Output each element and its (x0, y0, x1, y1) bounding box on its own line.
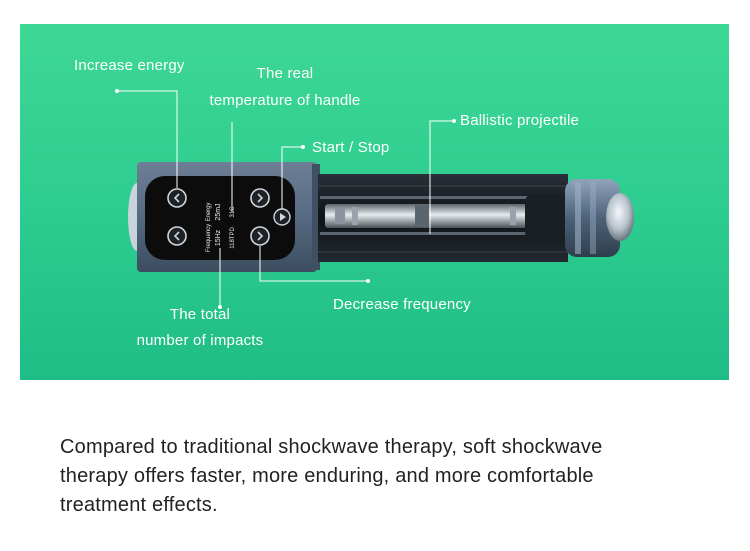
decrease-frequency-button (250, 226, 270, 246)
display-energy-label: Energy (206, 202, 212, 221)
caption-line-2: therapy offers faster, more enduring, an… (60, 465, 594, 487)
label-total-impacts: The total number of impacts (120, 303, 280, 353)
label-start-stop: Start / Stop (312, 139, 390, 156)
label-total-impacts-line1: The total (169, 306, 231, 323)
label-real-temperature: The real temperature of handle (195, 62, 375, 113)
product-banner: Energy 25mJ 31C Frequency 15Hz 118TPD In… (20, 24, 729, 380)
label-real-temperature-line1: The real (256, 65, 314, 82)
label-decrease-frequency: Decrease frequency (333, 296, 471, 313)
label-real-temperature-line2: temperature of handle (209, 92, 361, 109)
ballistic-projectile-rod (325, 204, 540, 228)
leader-lines (117, 90, 454, 307)
decrease-energy-button (167, 226, 187, 246)
label-increase-energy: Increase energy (74, 57, 185, 74)
increase-frequency-button (250, 188, 270, 208)
display-frequency-label: Frequency (206, 224, 212, 252)
device-illustration: Energy 25mJ 31C Frequency 15Hz 118TPD (115, 89, 634, 309)
label-ballistic-projectile: Ballistic projectile (460, 112, 580, 129)
display-temp-value: 31C (230, 206, 236, 218)
leader-dots (115, 89, 456, 309)
start-stop-button (273, 208, 291, 226)
caption: Compared to traditional shockwave therap… (60, 433, 700, 520)
display-energy-value: 25mJ (215, 203, 222, 220)
display-frequency-value: 15Hz (215, 229, 222, 246)
increase-energy-button (167, 188, 187, 208)
caption-line-1: Compared to traditional shockwave therap… (60, 436, 603, 458)
applicator-tip (606, 193, 634, 241)
label-total-impacts-line2: number of impacts (136, 332, 264, 349)
caption-line-3: treatment effects. (60, 494, 218, 516)
display-impacts-value: 118TPD (230, 227, 236, 249)
